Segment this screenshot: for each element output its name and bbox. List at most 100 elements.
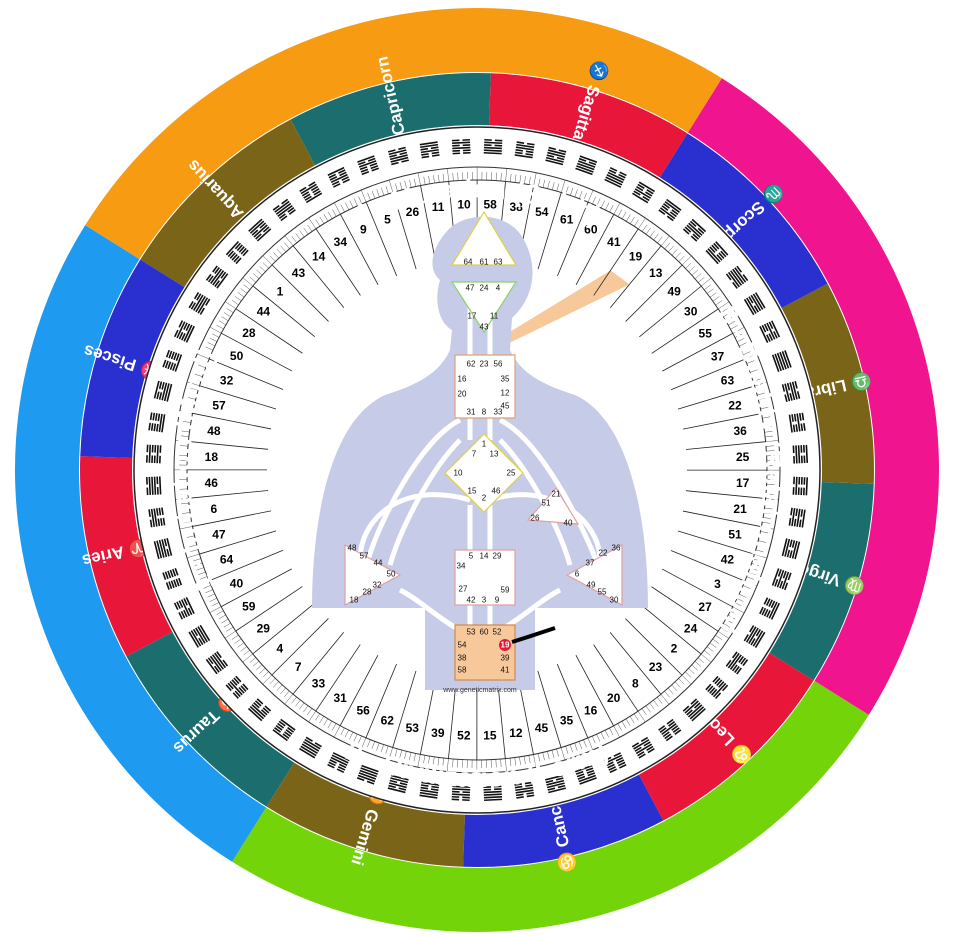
sign-gemini-band: [266, 762, 465, 867]
gate-number-20: 20: [607, 691, 621, 705]
hexagram-icon: [272, 198, 296, 222]
gate-spoke: [537, 670, 562, 748]
center-gate-54: 54: [458, 641, 467, 650]
center-gate-53: 53: [467, 628, 476, 637]
center-gate-23: 23: [480, 360, 489, 369]
gate-spoke: [252, 602, 315, 655]
degree-ticks: [173, 166, 781, 774]
center-gate-41: 41: [501, 666, 510, 675]
gate-spoke: [188, 441, 269, 450]
quarter-1-initiation: [15, 225, 267, 862]
hexagram-icon: [419, 141, 440, 159]
gate-spoke: [292, 245, 345, 308]
gate-number-30: 30: [684, 305, 698, 319]
center-gate-34: 34: [457, 562, 466, 571]
gate-number-44: 44: [257, 304, 271, 318]
gate-number-33: 33: [312, 677, 326, 691]
hexagram-icon: [356, 764, 379, 785]
hexagram-icon: [205, 651, 229, 675]
sign-pisces-band: [80, 259, 185, 458]
center-gate-57: 57: [360, 552, 369, 561]
gate-spoke: [593, 644, 639, 712]
gate-number-39: 39: [431, 726, 445, 740]
sign-virgo-band: [769, 482, 874, 681]
center-gate-51: 51: [542, 499, 551, 508]
hexagram-icon: [771, 568, 792, 591]
hexagram-icon: [658, 718, 682, 742]
gate-number-62: 62: [381, 713, 395, 727]
gate-number-13: 13: [649, 266, 663, 280]
gate-number-22: 22: [728, 398, 742, 412]
gate-spoke: [670, 358, 746, 391]
hexagram-icon: [225, 240, 249, 265]
gate-number-9: 9: [360, 222, 367, 236]
center-gate-4: 4: [496, 284, 501, 293]
center-gate-14: 14: [480, 552, 489, 561]
gate-number-37: 37: [711, 349, 725, 363]
gate-spoke: [192, 412, 272, 430]
gate-spoke: [662, 333, 734, 372]
gate-number-5: 5: [384, 213, 391, 227]
hexagram-icon: [298, 736, 322, 759]
gate-spoke: [392, 670, 417, 748]
center-gate-49: 49: [587, 581, 596, 590]
center-gate-22: 22: [599, 549, 608, 558]
gate-spoke: [609, 245, 662, 308]
gate-number-36: 36: [733, 424, 747, 438]
gate-number-45: 45: [535, 721, 549, 735]
gate-number-53: 53: [406, 721, 420, 735]
hexagram-icon: [248, 218, 272, 242]
gate-number-3: 3: [714, 577, 721, 591]
gate-spoke: [609, 632, 662, 695]
gate-number-26: 26: [406, 205, 420, 219]
hexagram-icon: [225, 675, 249, 699]
center-gate-18: 18: [350, 596, 359, 605]
hexagram-icon: [188, 624, 211, 648]
hexagram-icon: [705, 675, 729, 700]
gate-spoke: [199, 530, 277, 555]
gate-spoke: [292, 632, 345, 695]
gate-spoke: [661, 568, 733, 608]
gate-spoke: [651, 308, 719, 354]
gate-number-60: 60: [584, 223, 598, 237]
hexagram-icon: [162, 567, 183, 590]
hexagram-icon: [153, 380, 173, 402]
center-gate-43: 43: [480, 323, 489, 332]
gate-spoke: [235, 586, 303, 632]
gate-number-47: 47: [212, 528, 226, 542]
gate-number-64: 64: [220, 553, 234, 567]
hexagram-icon: [725, 651, 749, 675]
hexagram-icon: [788, 507, 806, 528]
center-gate-37: 37: [586, 559, 595, 568]
center-gate-21: 21: [552, 490, 561, 499]
quarter-ring: [15, 8, 939, 932]
gate-number-1: 1: [277, 284, 284, 298]
watermark: www.geneticmatrix.com: [442, 687, 517, 694]
gate-number-46: 46: [205, 476, 219, 490]
gate-number-48: 48: [207, 424, 221, 438]
center-gate-46: 46: [492, 487, 501, 496]
quarter-2-civilization: [232, 680, 869, 932]
gate-spoke: [208, 358, 284, 390]
center-gate-60: 60: [480, 628, 489, 637]
hexagram-icon: [682, 218, 707, 242]
center-gate-26: 26: [531, 514, 540, 523]
gate-spoke: [670, 550, 746, 582]
gate-number-17: 17: [736, 476, 750, 490]
gate-number-54: 54: [535, 205, 549, 219]
gate-spoke: [220, 568, 292, 607]
center-gate-38: 38: [458, 654, 467, 663]
gate-number-31: 31: [333, 691, 347, 705]
center-gate-42: 42: [467, 596, 476, 605]
hexagram-icon: [682, 698, 706, 722]
hexagram-icon: [483, 138, 503, 155]
hexagram-icon: [387, 774, 409, 794]
gate-number-40: 40: [230, 577, 244, 591]
gate-spoke: [575, 655, 614, 727]
center-gate-31: 31: [467, 408, 476, 417]
gate-spoke: [339, 654, 379, 726]
